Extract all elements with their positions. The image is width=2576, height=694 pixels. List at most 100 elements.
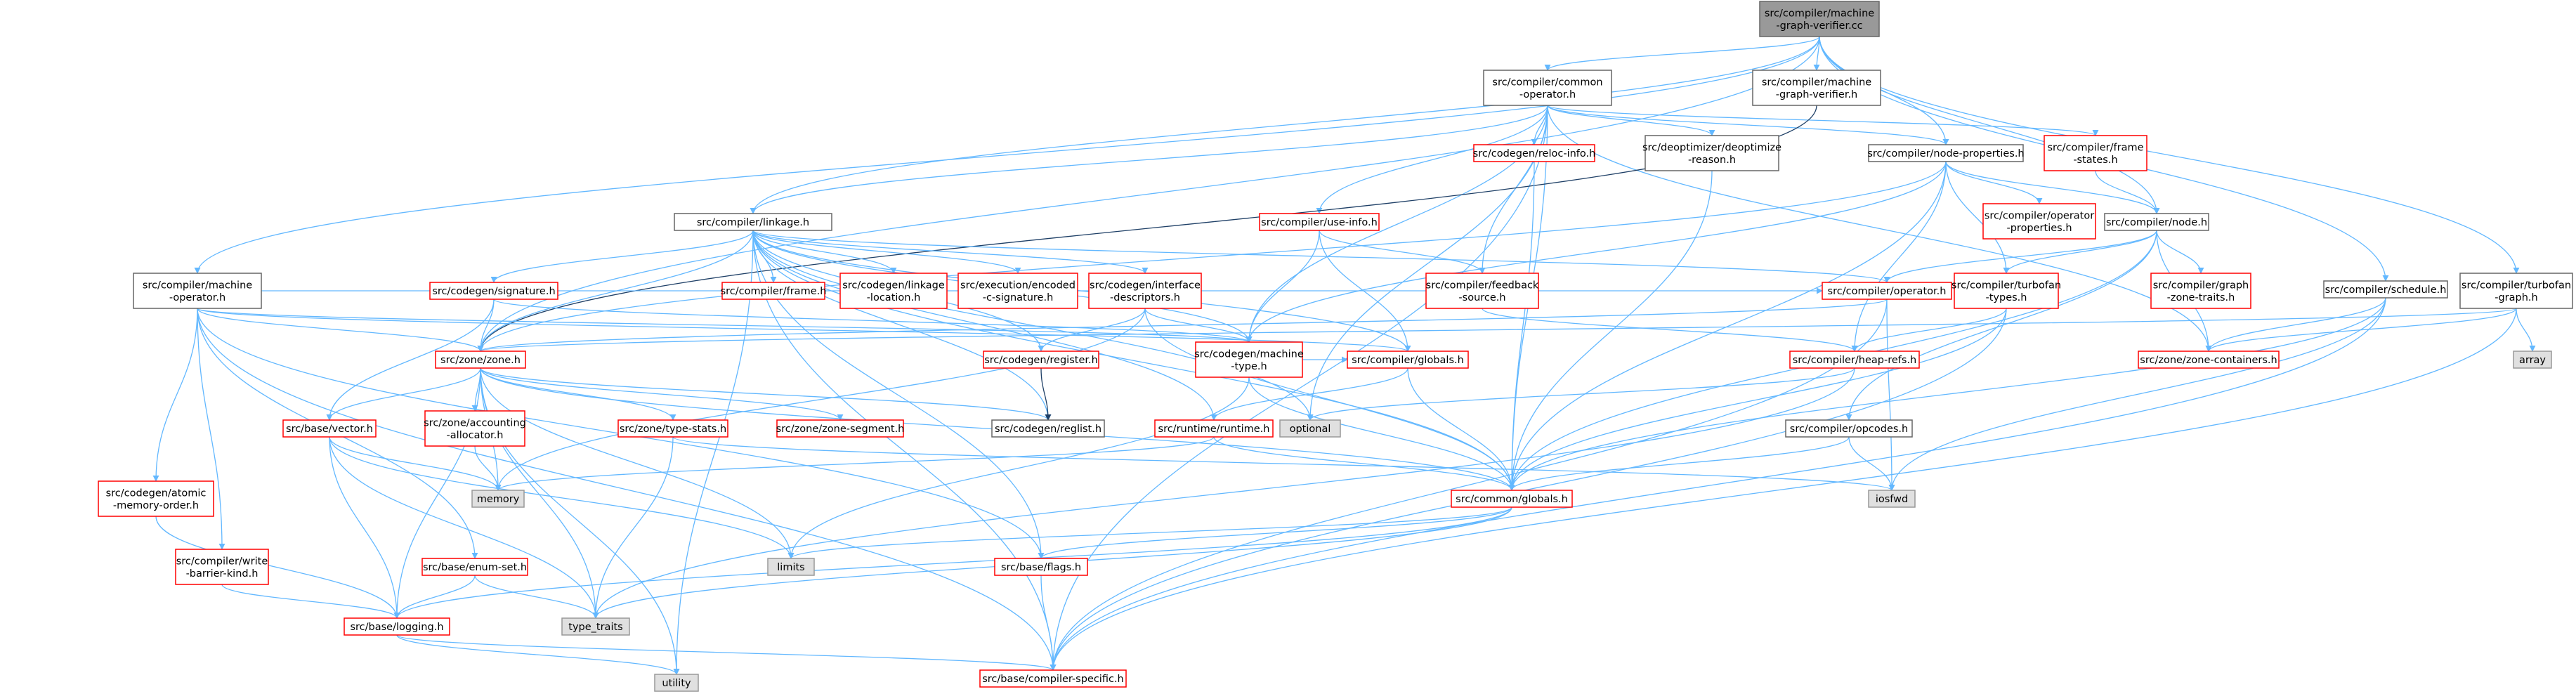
- node-encoded-c-signature[interactable]: src/execution/encoded-c-signature.h: [957, 273, 1078, 309]
- node-reloc-info[interactable]: src/codegen/reloc-info.h: [1473, 144, 1596, 162]
- node-label: src/compiler/machine: [143, 280, 252, 291]
- edge-logging-to-utility: [396, 634, 680, 675]
- node-turbofan-graph[interactable]: src/compiler/turbofan-graph.h: [2459, 273, 2573, 309]
- node-use-info[interactable]: src/compiler/use-info.h: [1259, 213, 1380, 231]
- node-zone-segment[interactable]: src/zone/zone-segment.h: [776, 419, 905, 438]
- node-label: src/base/vector.h: [286, 424, 373, 435]
- node-label: -descriptors.h: [1110, 292, 1180, 303]
- node-box: [1425, 273, 1539, 309]
- edge-machine-operator-to-zone-h: [197, 308, 484, 352]
- node-flags[interactable]: src/base/flags.h: [994, 558, 1088, 576]
- edge-compiler-globals-to-runtime: [1210, 367, 1408, 421]
- node-zone-h[interactable]: src/zone/zone.h: [435, 351, 526, 369]
- node-label: src/codegen/linkage: [842, 280, 945, 291]
- node-write-barrier-kind[interactable]: src/compiler/write-barrier-kind.h: [175, 549, 269, 585]
- node-frame-states[interactable]: src/compiler/frame -states.h: [2044, 135, 2147, 171]
- node-schedule[interactable]: src/compiler/schedule.h: [2323, 280, 2448, 299]
- node-type-traits[interactable]: type_traits: [561, 617, 630, 636]
- node-linkage[interactable]: src/compiler/linkage.h: [674, 213, 832, 231]
- node-label: -allocator.h: [447, 430, 504, 441]
- edge-zone-h-to-logging: [393, 367, 481, 619]
- node-operator-h[interactable]: src/compiler/operator.h: [1822, 282, 1952, 300]
- node-box: [2138, 351, 2280, 369]
- edge-linkage-to-compiler-specific: [752, 230, 1057, 671]
- node-label: array: [2519, 355, 2546, 366]
- node-label: src/zone/type-stats.h: [620, 424, 726, 435]
- node-register-h[interactable]: src/codegen/register.h: [983, 351, 1099, 369]
- node-interface-descriptors[interactable]: src/codegen/interface-descriptors.h: [1088, 273, 1202, 309]
- node-deoptimize-reason[interactable]: src/deoptimizer/deoptimize-reason.h: [1642, 135, 1781, 171]
- edge-turbofan-types-to-common-globals: [1508, 308, 2007, 491]
- edge-common-operator-to-deoptimize-reason: [1547, 105, 1715, 136]
- node-label: -zone-traits.h: [2167, 292, 2235, 303]
- node-reglist[interactable]: src/codegen/reglist.h: [991, 419, 1105, 438]
- node-box: [2104, 213, 2209, 231]
- node-optional[interactable]: optional: [1279, 419, 1341, 438]
- node-array[interactable]: array: [2513, 351, 2552, 369]
- edge-common-globals-to-limits: [787, 506, 1512, 559]
- edge-logging-to-compiler-specific: [396, 634, 1057, 671]
- node-box: [2323, 280, 2448, 299]
- node-runtime[interactable]: src/runtime/runtime.h: [1154, 419, 1274, 438]
- node-box: [2513, 351, 2552, 369]
- node-frame[interactable]: src/compiler/frame.h: [721, 282, 827, 300]
- node-machine-type[interactable]: src/codegen/machine-type.h: [1194, 341, 1304, 378]
- node-limits[interactable]: limits: [767, 558, 815, 576]
- node-box: [1759, 1, 1880, 37]
- node-graph-zone-traits[interactable]: src/compiler/graph-zone-traits.h: [2150, 273, 2251, 309]
- node-turbofan-types[interactable]: src/compiler/turbofan-types.h: [1951, 273, 2061, 309]
- edge-node-properties-to-heap-refs: [1851, 161, 1947, 352]
- node-type-stats[interactable]: src/zone/type-stats.h: [617, 419, 728, 438]
- node-memory[interactable]: memory: [471, 490, 525, 508]
- edge-schedule-to-iosfwd: [1888, 297, 2386, 491]
- node-compiler-specific[interactable]: src/base/compiler-specific.h: [979, 669, 1127, 688]
- node-signature[interactable]: src/codegen/signature.h: [429, 282, 558, 300]
- node-label: src/compiler/write: [176, 556, 268, 567]
- edge-zone-h-to-limits: [480, 367, 795, 559]
- node-label: src/compiler/frame: [2047, 142, 2143, 153]
- node-operator-properties[interactable]: src/compiler/operator-properties.h: [1982, 203, 2096, 240]
- node-label: src/compiler/linkage.h: [697, 217, 809, 228]
- node-vector[interactable]: src/base/vector.h: [282, 419, 377, 438]
- node-linkage-location[interactable]: src/codegen/linkage-location.h: [839, 273, 948, 309]
- node-atomic-memory-order[interactable]: src/codegen/atomic-memory-order.h: [98, 480, 214, 517]
- node-accounting-allocator[interactable]: src/zone/accounting-allocator.h: [424, 410, 526, 447]
- node-common-globals[interactable]: src/common/globals.h: [1451, 490, 1573, 508]
- node-compiler-globals[interactable]: src/compiler/globals.h: [1347, 351, 1469, 369]
- node-node-properties[interactable]: src/compiler/node-properties.h: [1867, 144, 2025, 162]
- node-machine-operator[interactable]: src/compiler/machine-operator.h: [133, 273, 262, 309]
- node-mgv-h[interactable]: src/compiler/machine-graph-verifier.h: [1752, 70, 1881, 106]
- node-common-operator[interactable]: src/compiler/common-operator.h: [1483, 70, 1612, 106]
- edge-zone-h-to-type-stats: [480, 367, 676, 421]
- edge-zone-h-to-vector: [326, 367, 481, 421]
- node-heap-refs[interactable]: src/compiler/heap-refs.h: [1789, 351, 1920, 369]
- edge-common-globals-to-flags: [1038, 506, 1512, 559]
- node-logging[interactable]: src/base/logging.h: [344, 617, 450, 636]
- node-box: [1645, 135, 1779, 171]
- node-label: -states.h: [2073, 155, 2117, 166]
- node-label: src/codegen/reloc-info.h: [1473, 148, 1596, 159]
- node-box: [1195, 341, 1303, 378]
- edge-type-stats-to-iosfwd: [672, 436, 1895, 491]
- node-opcodes[interactable]: src/compiler/opcodes.h: [1785, 419, 1913, 438]
- node-feedback-source[interactable]: src/compiler/feedback-source.h: [1425, 273, 1539, 309]
- node-node-h[interactable]: src/compiler/node.h: [2104, 213, 2209, 231]
- node-label: src/compiler/heap-refs.h: [1793, 355, 1917, 366]
- edge-interface-descriptors-to-register-h: [1038, 308, 1146, 352]
- node-box: [1982, 203, 2096, 240]
- edge-machine-operator-to-compiler-globals: [197, 308, 1411, 352]
- node-label: src/base/compiler-specific.h: [982, 674, 1124, 685]
- node-label: src/compiler/node.h: [2106, 217, 2207, 228]
- node-iosfwd[interactable]: iosfwd: [1868, 490, 1916, 508]
- node-label: src/compiler/graph: [2153, 280, 2249, 291]
- node-box: [1279, 419, 1341, 438]
- node-box: [1088, 273, 1202, 309]
- node-zone-containers[interactable]: src/zone/zone-containers.h: [2138, 351, 2280, 369]
- node-label: src/deoptimizer/deoptimize: [1642, 142, 1781, 153]
- node-root[interactable]: src/compiler/machine-graph-verifier.cc: [1759, 1, 1880, 37]
- edge-operator-h-to-zone-h: [477, 299, 1888, 352]
- node-enum-set[interactable]: src/base/enum-set.h: [421, 558, 528, 576]
- node-utility[interactable]: utility: [654, 674, 699, 692]
- node-label: -properties.h: [2006, 223, 2072, 234]
- node-label: -memory-order.h: [113, 500, 199, 511]
